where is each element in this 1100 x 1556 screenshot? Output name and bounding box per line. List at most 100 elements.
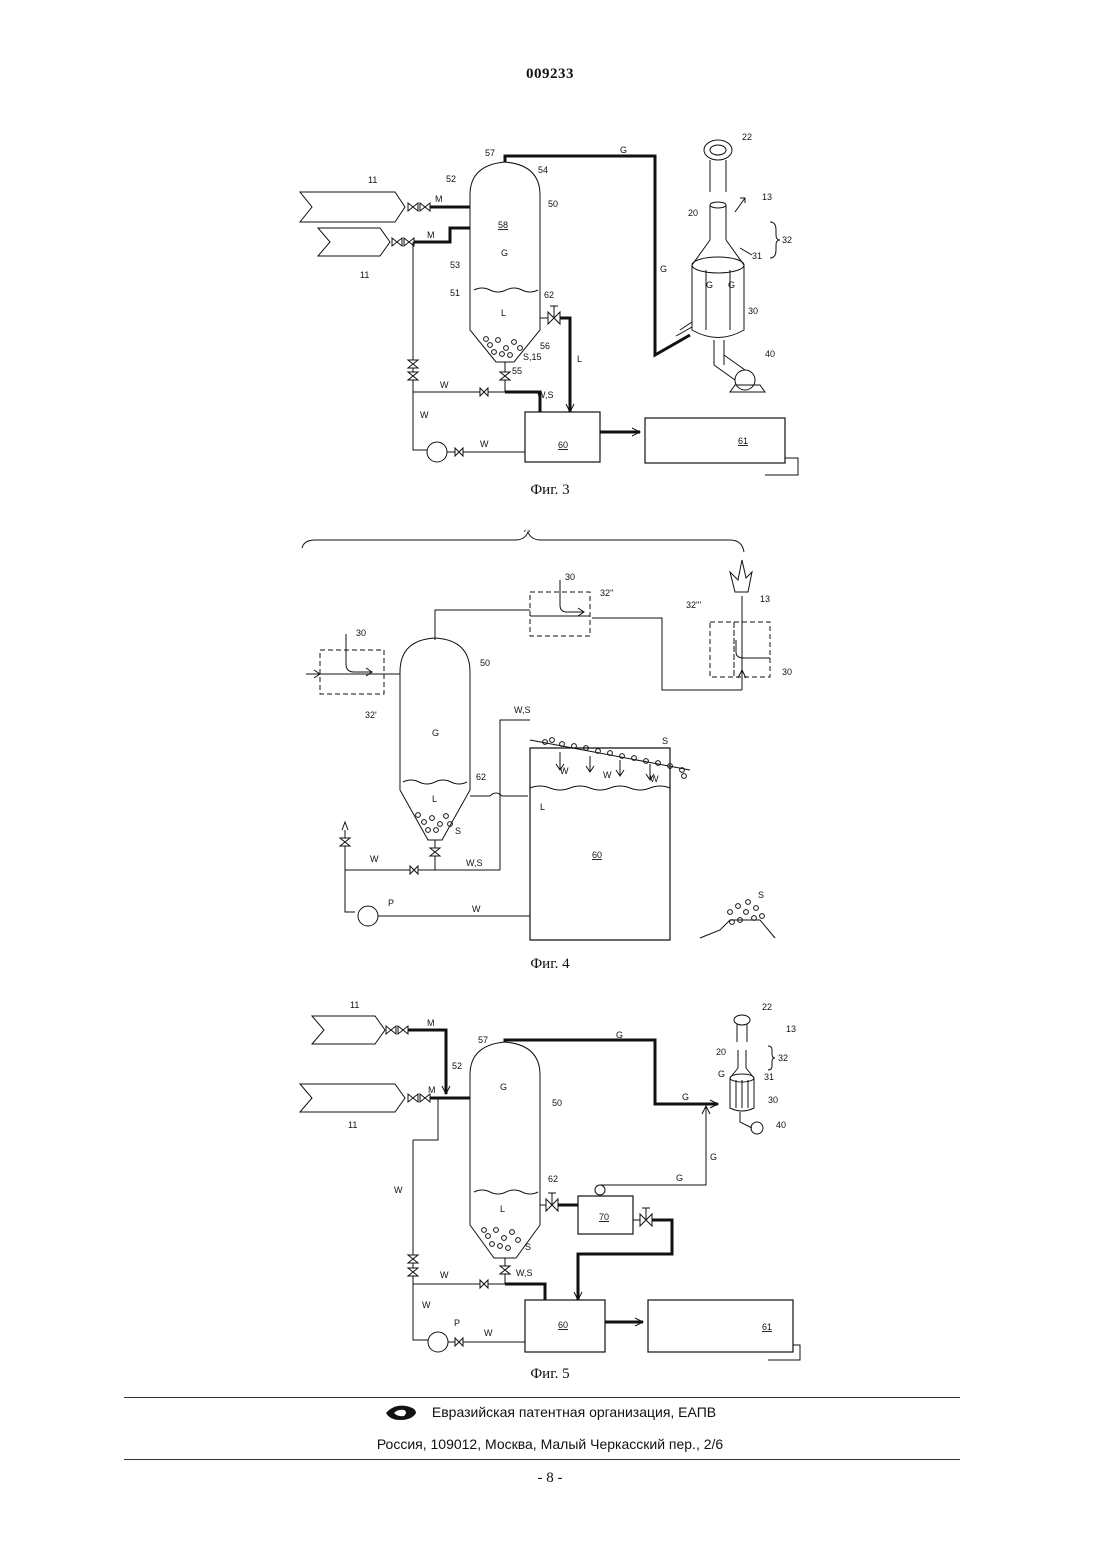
label-w: W <box>422 1300 431 1310</box>
label-32c: 32''' <box>686 600 701 610</box>
figure-5: 11 M 57 G 22 13 20 32 G 31 52 M G 50 G 3… <box>0 995 1100 1385</box>
label-51: 51 <box>450 288 460 298</box>
label-w: W <box>420 410 429 420</box>
reactor-vessel <box>400 638 470 840</box>
label-50: 50 <box>548 199 558 209</box>
label-w: W <box>440 1270 449 1280</box>
label-56: 56 <box>540 341 550 351</box>
label-m: M <box>428 1085 436 1095</box>
label-30: 30 <box>565 572 575 582</box>
label-40: 40 <box>776 1120 786 1130</box>
label-32: 32 <box>782 235 792 245</box>
label-55: 55 <box>512 366 522 376</box>
reactor-vessel <box>470 162 540 362</box>
label-32b: 32'' <box>600 588 614 598</box>
label-30: 30 <box>782 667 792 677</box>
label-s15: S,15 <box>523 352 542 362</box>
label-62: 62 <box>544 290 554 300</box>
label-g: G <box>500 1082 507 1092</box>
label-m: M <box>427 1018 435 1028</box>
label-g: G <box>728 280 735 290</box>
reactor-vessel <box>470 1042 540 1258</box>
label-50: 50 <box>552 1098 562 1108</box>
label-60: 60 <box>592 850 602 860</box>
label-g: G <box>432 728 439 738</box>
label-58: 58 <box>498 220 508 230</box>
label-22: 22 <box>762 1002 772 1012</box>
label-w: W <box>650 774 659 784</box>
figure-3-caption: Фиг. 3 <box>530 482 569 498</box>
label-p: P <box>388 898 394 908</box>
label-31: 31 <box>752 251 762 261</box>
burner-assembly <box>730 1015 763 1134</box>
footer-divider <box>124 1397 960 1398</box>
label-m: M <box>435 194 443 204</box>
label-s: S <box>525 1242 531 1252</box>
label-13: 13 <box>786 1024 796 1034</box>
label-30: 30 <box>748 306 758 316</box>
label-l: L <box>577 354 582 364</box>
label-30: 30 <box>768 1095 778 1105</box>
label-g: G <box>718 1069 725 1079</box>
label-57: 57 <box>485 148 495 158</box>
figure-4-caption: Фиг. 4 <box>530 956 570 972</box>
label-w: W <box>484 1328 493 1338</box>
label-11: 11 <box>348 1120 357 1130</box>
label-52: 52 <box>452 1061 462 1071</box>
label-53: 53 <box>450 260 460 270</box>
label-p: P <box>454 1318 460 1328</box>
label-ws: W,S <box>516 1268 533 1278</box>
label-g: G <box>501 248 508 258</box>
label-57: 57 <box>478 1035 488 1045</box>
label-ws: W,S <box>514 705 531 715</box>
label-w: W <box>370 854 379 864</box>
valve-62 <box>540 306 560 324</box>
organization-name: Евразийская патентная организация, ЕАПВ <box>432 1404 716 1420</box>
footer-address: Россия, 109012, Москва, Малый Черкасский… <box>0 1436 1100 1452</box>
label-l: L <box>540 802 545 812</box>
figure-5-caption: Фиг. 5 <box>530 1366 569 1382</box>
label-11: 11 <box>360 270 369 280</box>
figure-4: A 30 32'' 13 32''' 30 30 32' 50 G W,S S … <box>0 530 1100 980</box>
label-w: W <box>394 1185 403 1195</box>
label-w: W <box>603 770 612 780</box>
burner-assembly <box>676 140 765 392</box>
label-s: S <box>455 826 461 836</box>
label-70: 70 <box>599 1212 609 1222</box>
label-13: 13 <box>762 192 772 202</box>
valve <box>392 238 414 246</box>
label-22: 22 <box>742 132 752 142</box>
label-40: 40 <box>765 349 775 359</box>
label-20: 20 <box>688 208 698 218</box>
label-32a: 32' <box>365 710 377 720</box>
label-60: 60 <box>558 1320 568 1330</box>
label-30: 30 <box>356 628 366 638</box>
document-number: 009233 <box>0 66 1100 83</box>
label-61: 61 <box>738 436 748 446</box>
label-ws: W,S <box>537 390 554 400</box>
label-62: 62 <box>476 772 486 782</box>
label-l: L <box>501 308 506 318</box>
label-l: L <box>500 1204 505 1214</box>
page-number: - 8 - <box>0 1470 1100 1487</box>
label-m: M <box>427 230 435 240</box>
label-52: 52 <box>446 174 456 184</box>
eapo-logo-icon <box>384 1404 418 1422</box>
label-61: 61 <box>762 1322 772 1332</box>
footer-organization: Евразийская патентная организация, ЕАПВ <box>0 1404 1100 1422</box>
box-60 <box>525 412 600 462</box>
label-g: G <box>676 1173 683 1183</box>
flame-icon <box>730 560 752 592</box>
label-11: 11 <box>368 175 377 185</box>
label-54: 54 <box>538 165 548 175</box>
feed-inlet-1 <box>300 192 405 222</box>
label-50: 50 <box>480 658 490 668</box>
label-60: 60 <box>558 440 568 450</box>
label-s: S <box>758 890 764 900</box>
label-g: G <box>682 1092 689 1102</box>
box-61 <box>645 418 785 463</box>
feed-inlet-1 <box>312 1016 385 1044</box>
label-20: 20 <box>716 1047 726 1057</box>
label-g: G <box>706 280 713 290</box>
label-w: W <box>440 380 449 390</box>
